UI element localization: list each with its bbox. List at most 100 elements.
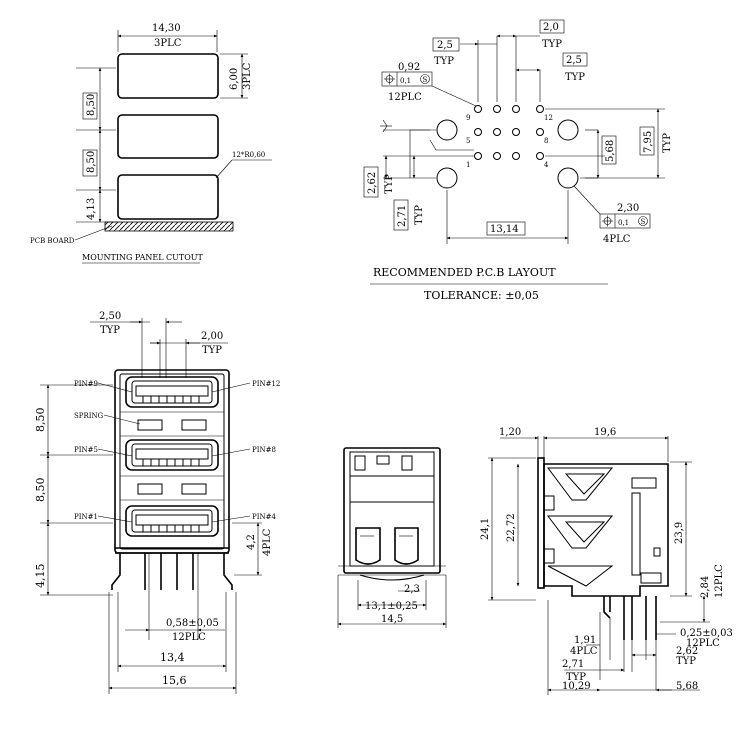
front-dim-4-2: 4,2 xyxy=(246,534,257,550)
pcb-pitch-2-0: 2,0 xyxy=(543,22,559,33)
side-dim-2-71: 2,71 xyxy=(562,659,584,670)
cutout-caption: MOUNTING PANEL CUTOUT xyxy=(82,253,204,262)
pcb-large-hole-tol: 0,1 xyxy=(618,219,629,227)
front-port-top xyxy=(125,376,219,408)
front-port-bottom xyxy=(125,505,219,537)
pcb-tolerance: TOLERANCE: ±0,05 xyxy=(424,289,539,302)
pcb-dim-2-71: 2,71 xyxy=(397,205,408,227)
front-spring-label: SPRING xyxy=(74,412,104,420)
side-typ-b: TYP xyxy=(566,672,586,683)
front-pin12-label: PIN#12 xyxy=(252,380,280,388)
rear-latch-right xyxy=(394,527,419,565)
side-dim-10-29: 10,29 xyxy=(562,681,591,692)
front-12plc: 12PLC xyxy=(172,632,206,643)
pcb-typ-c: TYP xyxy=(565,72,585,83)
front-dim-8-50-b: 8,50 xyxy=(34,478,47,503)
side-dim-5-68: 5,68 xyxy=(676,681,698,692)
pcb-pin-8: 8 xyxy=(544,137,548,145)
pcb-small-hole-tol: 0,1 xyxy=(400,77,411,85)
side-typ-a: TYP xyxy=(676,656,696,667)
pcb-dim-5-68: 5,68 xyxy=(605,140,616,162)
pcb-large-hole-dia: 2,30 xyxy=(617,203,639,214)
pcb-typ-e: TYP xyxy=(384,174,395,194)
side-dim-1-20: 1,20 xyxy=(499,427,521,438)
front-spring-left xyxy=(137,419,163,431)
side-4plc: 4PLC xyxy=(570,646,598,657)
rear-housing xyxy=(343,447,441,574)
front-dim-2-00: 2,00 xyxy=(201,331,223,342)
pcb-typ-d: TYP xyxy=(662,133,673,153)
pcb-mount-hole-tr xyxy=(557,119,579,141)
front-port-middle xyxy=(125,439,219,471)
pcb-dim-7-95: 7,95 xyxy=(643,131,654,153)
front-pin9-label: PIN#9 xyxy=(74,380,98,388)
side-12plc-a: 12PLC xyxy=(714,564,725,598)
front-dim-4-15: 4,15 xyxy=(34,564,47,589)
pcb-pin-4: 4 xyxy=(544,161,549,169)
front-pin1-label: PIN#1 xyxy=(74,513,98,521)
side-dim-24-1: 24,1 xyxy=(480,518,491,540)
pcb-mount-hole-bl xyxy=(436,167,458,189)
cutout-height-plc: 3PLC xyxy=(242,62,253,90)
pcb-pin-9: 9 xyxy=(466,114,470,122)
pcb-small-hole-plc: 12PLC xyxy=(388,92,422,103)
pcb-dim-2-62: 2,62 xyxy=(367,172,378,194)
front-dim-13-4: 13,4 xyxy=(160,651,185,664)
front-typ-a: TYP xyxy=(100,325,120,336)
pcb-small-hole-s: S xyxy=(423,76,428,84)
cutout-slot-bottom xyxy=(117,174,219,220)
pcb-dim-13-14: 13,14 xyxy=(490,224,519,235)
pcb-mount-hole-tl xyxy=(436,119,458,141)
cutout-width-dim: 14,30 xyxy=(152,23,181,34)
pcb-pin-5: 5 xyxy=(466,137,470,145)
front-dim-8-50-a: 8,50 xyxy=(34,408,47,433)
side-dim-22-72: 22,72 xyxy=(506,513,517,542)
front-pins xyxy=(144,553,199,640)
pcb-layout-view: 2,5 TYP 2,0 TYP 2,5 TYP 0,92 0,1 S 12PLC xyxy=(363,19,673,302)
front-pin5-label: PIN#5 xyxy=(74,446,98,454)
pcb-board-hatch xyxy=(104,221,234,232)
side-housing xyxy=(543,463,669,597)
rear-dim-2-3: 2,3 xyxy=(404,584,420,595)
side-spring-middle xyxy=(547,515,614,549)
cutout-slot-middle xyxy=(117,114,219,159)
pcb-caption: RECOMMENDED P.C.B LAYOUT xyxy=(373,266,556,279)
cutout-radius-note: 12*R0,60 xyxy=(232,151,265,159)
pcb-typ-a: TYP xyxy=(434,56,454,67)
front-dim-2-50: 2,50 xyxy=(99,311,121,322)
rear-dim-14-5: 14,5 xyxy=(381,614,403,625)
pcb-large-hole-plc: 4PLC xyxy=(603,234,631,245)
pcb-pitch-2-5-b: 2,5 xyxy=(566,55,582,66)
front-dim-15-6: 15,6 xyxy=(162,674,187,687)
pcb-small-hole-dia: 0,92 xyxy=(398,62,420,73)
cutout-pitch-a: 8,50 xyxy=(86,94,97,116)
mounting-panel-cutout-view: 14,30 3PLC 6,00 3PLC 8,50 8,50 4,13 12*R… xyxy=(30,23,272,264)
front-typ-b: TYP xyxy=(202,345,222,356)
pcb-large-hole-s: S xyxy=(641,218,646,226)
pcb-mount-hole-br xyxy=(557,167,579,189)
cutout-bottom-gap: 4,13 xyxy=(86,198,97,220)
cutout-pitch-b: 8,50 xyxy=(86,151,97,173)
front-pin4-label: PIN#4 xyxy=(252,513,276,521)
side-view: 1,20 19,6 24,1 22,72 23, xyxy=(480,427,733,695)
side-12plc-b: 12PLC xyxy=(686,638,720,649)
cutout-slot-top xyxy=(117,53,219,99)
rear-view: 13,1±0,25 2,3 14,5 xyxy=(337,447,447,628)
cutout-height-dim: 6,00 xyxy=(229,68,240,90)
front-pin-width: 0,58±0,05 xyxy=(166,618,219,629)
side-spring-top xyxy=(547,467,614,501)
side-dim-19-6: 19,6 xyxy=(594,427,616,438)
front-pin8-label: PIN#8 xyxy=(252,446,276,454)
pcb-signal-holes xyxy=(474,105,544,160)
side-dim-23-9: 23,9 xyxy=(674,522,685,544)
pcb-board-label: PCB BOARD xyxy=(30,237,75,245)
front-view: 2,50 TYP 2,00 TYP xyxy=(34,311,280,694)
pcb-pin-1: 1 xyxy=(466,161,470,169)
pcb-pin-12: 12 xyxy=(544,114,553,122)
rear-latch-left xyxy=(355,527,381,565)
cutout-width-plc: 3PLC xyxy=(154,38,182,49)
pcb-typ-f: TYP xyxy=(414,205,425,225)
side-dim-0-25: 0,25±0,03 xyxy=(680,628,733,639)
side-dim-2-84: 2,84 xyxy=(700,576,711,598)
